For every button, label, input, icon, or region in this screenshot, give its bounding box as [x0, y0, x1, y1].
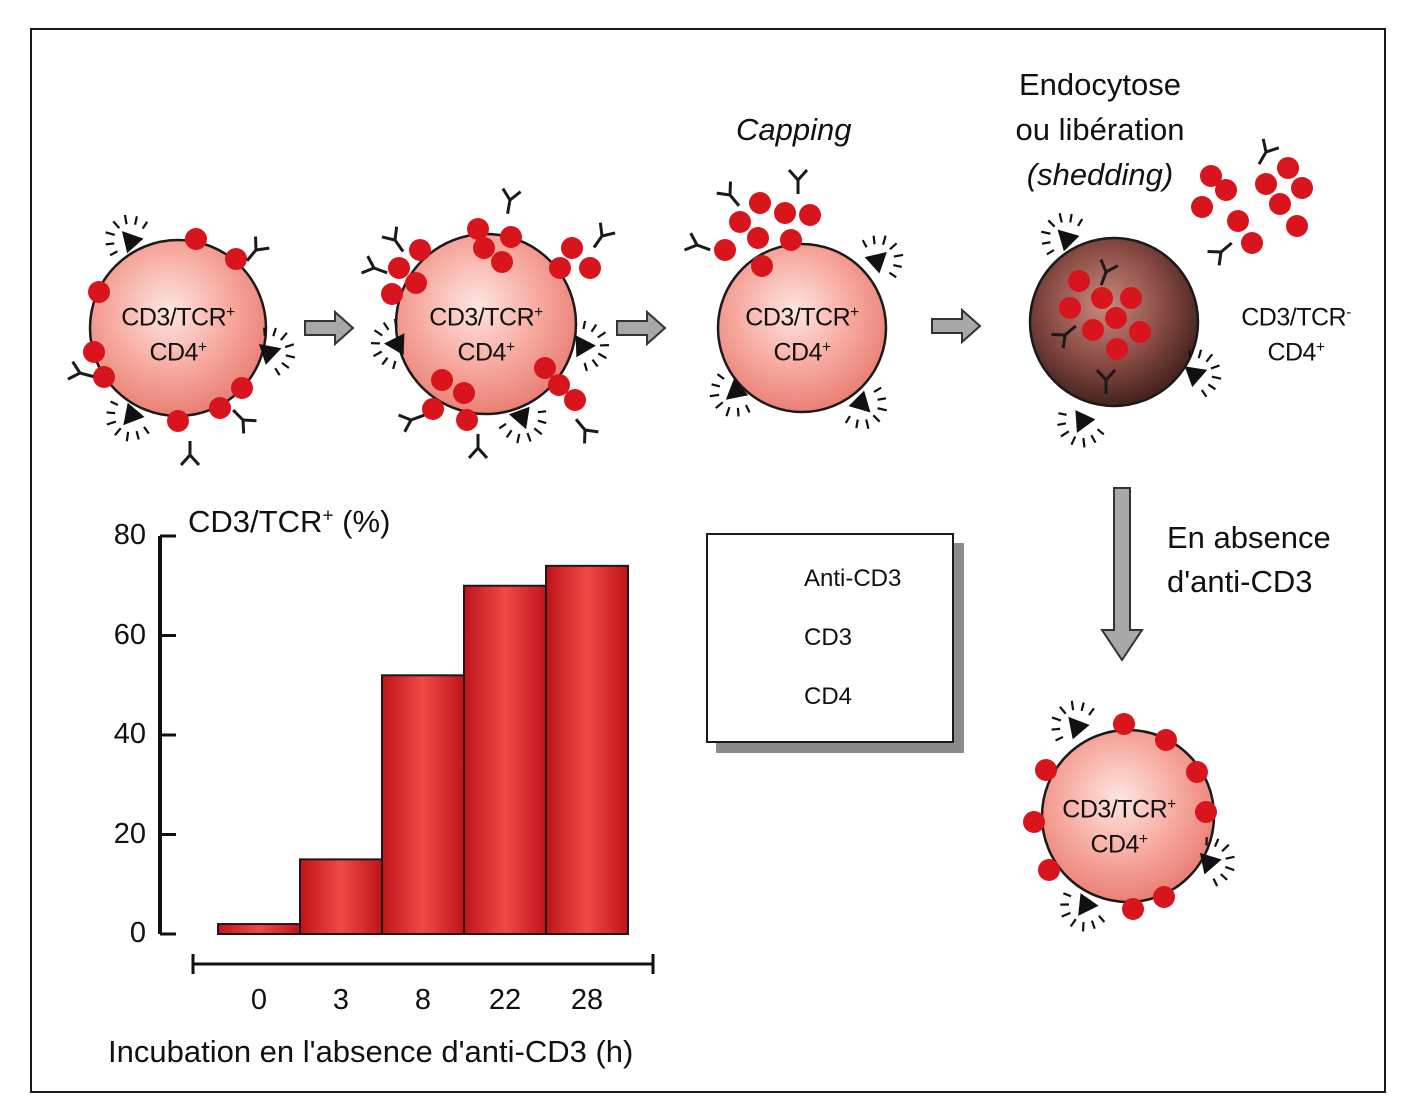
cell-3-label: CD3/TCR+ CD4+ — [717, 298, 887, 367]
chart-ylabel-text: CD3/TCR — [188, 504, 323, 539]
cell-4 — [1028, 137, 1313, 457]
bar-28 — [545, 564, 629, 935]
endocytose-line3: (shedding) — [1026, 157, 1174, 192]
cd4-marker — [1047, 403, 1110, 457]
down-arrow — [1100, 487, 1144, 662]
cell-5-line1: CD3/TCR — [1062, 795, 1168, 824]
cell-3-line2: CD4 — [773, 338, 822, 367]
capping-label: Capping — [736, 112, 852, 147]
endocytose-line1: Endocytose — [1019, 67, 1181, 102]
cell-1-line2: CD4 — [149, 338, 198, 367]
cell-3-sup1: + — [850, 304, 859, 321]
x-tick-label: 28 — [570, 984, 604, 1016]
cell-5-sup2: + — [1138, 830, 1148, 848]
bar-22 — [463, 584, 547, 935]
arrow-3 — [931, 309, 981, 343]
cell-2-line2: CD4 — [457, 338, 506, 367]
legend-label-cd3: CD3 — [804, 624, 853, 651]
cell-5-label: CD3/TCR+ CD4+ — [1034, 790, 1204, 859]
x-tick-label: 0 — [250, 984, 268, 1016]
bar-chart — [158, 534, 655, 974]
cell-1-label: CD3/TCR+ CD4+ — [93, 298, 263, 367]
y-tick-label: 0 — [129, 917, 146, 949]
figure-frame — [30, 28, 1386, 1093]
legend-label-cd4: CD4 — [804, 683, 853, 710]
cell-4-sup1: - — [1346, 304, 1351, 321]
absence-label: En absence d'anti-CD3 — [1167, 516, 1331, 604]
cell-2-label: CD3/TCR+ CD4+ — [401, 298, 571, 367]
x-tick-label: 22 — [488, 984, 522, 1016]
cell-4-line1: CD3/TCR — [1241, 303, 1347, 332]
chart-ylabel-sup: + — [322, 505, 334, 527]
chart-ylabel: CD3/TCR+ (%) — [188, 504, 390, 540]
arrow-1 — [304, 311, 354, 345]
chart-xlabel: Incubation en l'absence d'anti-CD3 (h) — [108, 1034, 634, 1069]
bar-0 — [217, 923, 301, 935]
cell-2-sup1: + — [534, 304, 543, 321]
cell-4-label: CD3/TCR- CD4+ — [1211, 298, 1381, 367]
cell-5-sup1: + — [1167, 796, 1176, 813]
cell-3-line1: CD3/TCR — [745, 303, 851, 332]
cell-1-line1: CD3/TCR — [121, 303, 227, 332]
x-tick-label: 3 — [332, 984, 350, 1016]
cell-3 — [683, 168, 915, 441]
legend-box: Anti-CD3 CD3 CD4 — [706, 533, 954, 743]
cell-1 — [66, 203, 303, 467]
cell-4-sup2: + — [1315, 338, 1325, 356]
y-tick-label: 80 — [113, 519, 146, 551]
absence-line2: d'anti-CD3 — [1167, 564, 1313, 599]
absence-line1: En absence — [1167, 520, 1331, 555]
x-tick-label: 8 — [414, 984, 432, 1016]
y-tick-label: 20 — [113, 817, 146, 850]
legend-label-anti-cd3: Anti-CD3 — [804, 565, 902, 592]
arrow-2 — [616, 311, 666, 345]
cell-4-line2: CD4 — [1267, 338, 1316, 367]
cell-5 — [1023, 689, 1241, 942]
cell-5-line2: CD4 — [1090, 830, 1139, 859]
y-tick-label: 60 — [113, 618, 146, 651]
cell-2 — [360, 187, 617, 460]
chart-ylabel-suffix: (%) — [333, 504, 391, 539]
cell-1-sup2: + — [197, 338, 207, 356]
cell-2-line1: CD3/TCR — [429, 303, 535, 332]
cell-2-sup2: + — [505, 338, 515, 356]
bar-3 — [299, 858, 383, 935]
bar-8 — [381, 674, 465, 935]
y-tick-label: 40 — [113, 718, 146, 750]
endocytose-line2: ou libération — [1015, 112, 1185, 147]
cell-3-sup2: + — [821, 338, 831, 356]
endocytose-title: Endocytose ou libération (shedding) — [990, 62, 1210, 197]
cd4-marker — [574, 319, 611, 373]
cell-1-sup1: + — [226, 304, 235, 321]
